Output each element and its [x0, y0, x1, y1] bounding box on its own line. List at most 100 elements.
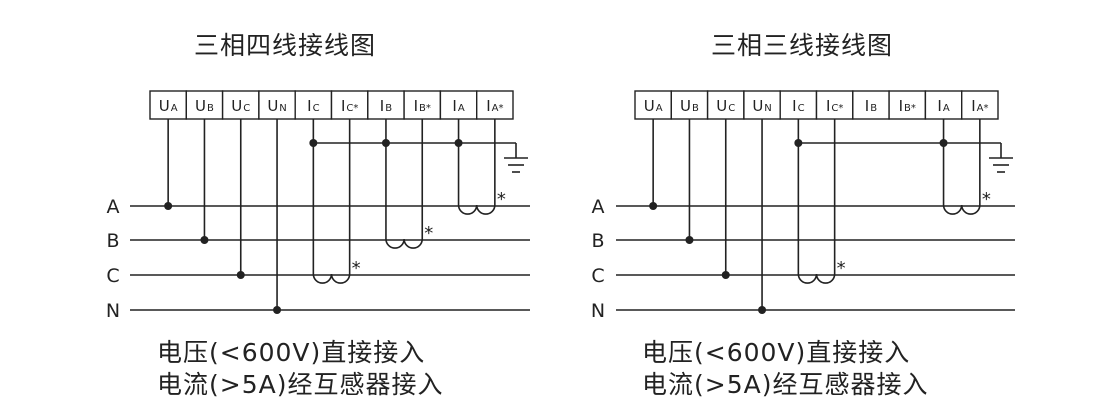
terminal-sub-left-3: N [279, 103, 286, 114]
terminal-label-left-6: IB [380, 97, 392, 115]
terminal-sub-left-8: A [458, 103, 465, 114]
terminal-box-left-1 [185, 90, 224, 120]
terminal-box-right-4 [779, 90, 818, 120]
terminal-sub-right-0: A [656, 103, 663, 114]
terminal-sub-left-5: C* [346, 103, 358, 114]
terminal-main-left-0: U [159, 97, 170, 115]
terminal-main-left-2: U [231, 97, 242, 115]
voltage-node-left-0 [164, 202, 173, 210]
current-common-node-left-6 [381, 139, 390, 147]
terminal-label-left-2: UC [231, 97, 250, 115]
ct-polarity-mark-left-8: * [497, 189, 506, 210]
terminal-label-right-3: UN [752, 97, 771, 115]
terminal-box-left-6 [367, 90, 405, 120]
terminal-label-left-1: UB [195, 97, 214, 115]
voltage-node-right-2 [721, 271, 730, 279]
terminal-box-right-6 [852, 90, 890, 120]
terminal-label-left-4: IC [307, 97, 319, 115]
caption-right: 电压(<600V)直接接入 电流(>5A)经互感器接入 [642, 337, 928, 401]
current-common-node-left-4 [309, 139, 318, 147]
current-common-node-right-8 [939, 139, 948, 147]
terminal-label-right-6: IB [865, 97, 877, 115]
terminal-sub-right-4: C [798, 103, 805, 114]
terminal-label-left-5: IC* [341, 97, 358, 115]
terminal-main-left-6: I [380, 97, 384, 115]
terminal-sub-right-5: C* [831, 103, 843, 114]
terminal-main-left-4: I [307, 97, 311, 115]
terminal-main-right-4: I [792, 97, 796, 115]
ct-polarity-mark-right-8: * [982, 189, 991, 210]
voltage-node-right-1 [685, 236, 694, 244]
phase-label-right-n: N [591, 300, 605, 322]
terminal-sub-right-2: C [728, 103, 735, 114]
terminal-box-right-9 [961, 90, 999, 120]
ct-coil-right-8 [942, 200, 981, 215]
terminal-main-left-8: I [452, 97, 456, 115]
ct-coil-left-8 [457, 200, 496, 215]
terminal-box-right-5 [815, 90, 854, 120]
terminal-main-right-0: U [644, 97, 655, 115]
terminal-label-right-1: UB [680, 97, 699, 115]
caption-voltage-left: 电压(<600V)直接接入 [157, 338, 426, 367]
terminal-main-right-9: I [971, 97, 975, 115]
terminal-label-right-9: IA* [971, 97, 988, 115]
voltage-node-left-2 [236, 271, 245, 279]
ct-polarity-mark-right-4: * [837, 258, 846, 279]
terminal-main-left-3: U [267, 97, 278, 115]
terminal-sub-left-6: B [385, 103, 392, 114]
terminal-sub-right-7: B* [904, 103, 916, 114]
ct-polarity-mark-left-4: * [352, 258, 361, 279]
phase-label-right-a: A [592, 196, 605, 218]
terminal-main-right-5: I [826, 97, 830, 115]
terminal-sub-left-4: C [313, 103, 320, 114]
phase-label-left-c: C [106, 265, 119, 287]
terminal-label-left-9: IA* [486, 97, 503, 115]
terminal-box-right-0 [634, 90, 672, 120]
phase-label-left-a: A [107, 196, 120, 218]
current-common-node-left-8 [454, 139, 463, 147]
terminal-sub-left-9: A* [492, 103, 504, 114]
terminal-main-left-1: U [195, 97, 206, 115]
terminal-box-right-7 [888, 90, 927, 120]
phase-label-left-n: N [106, 300, 120, 322]
terminal-label-left-7: IB* [414, 97, 431, 115]
terminal-main-right-3: U [752, 97, 763, 115]
phase-label-left-b: B [106, 230, 119, 252]
terminal-box-left-9 [476, 90, 514, 120]
terminal-sub-left-2: C [243, 103, 250, 114]
terminal-box-left-5 [330, 90, 369, 120]
terminal-sub-right-8: A [943, 103, 950, 114]
terminal-main-right-6: I [865, 97, 869, 115]
ct-polarity-mark-left-6: * [424, 223, 433, 244]
current-common-node-right-4 [794, 139, 803, 147]
terminal-label-right-8: IA [937, 97, 949, 115]
ct-coil-left-4 [312, 269, 351, 284]
terminal-label-right-2: UC [716, 97, 735, 115]
terminal-sub-left-1: B [207, 103, 214, 114]
terminal-sub-right-1: B [692, 103, 699, 114]
terminal-sub-right-6: B [870, 103, 877, 114]
diagram-title-left: 三相四线接线图 [194, 31, 377, 60]
ct-coil-left-6 [385, 234, 424, 249]
terminal-main-right-2: U [716, 97, 727, 115]
terminal-main-left-9: I [486, 97, 490, 115]
caption-current-right: 电流(>5A)经互感器接入 [642, 370, 929, 399]
terminal-label-left-3: UN [267, 97, 286, 115]
caption-left: 电压(<600V)直接接入 电流(>5A)经互感器接入 [157, 337, 443, 401]
voltage-node-left-1 [200, 236, 209, 244]
terminal-sub-right-9: A* [977, 103, 989, 114]
terminal-sub-left-0: A [171, 103, 178, 114]
terminal-label-left-8: IA [452, 97, 464, 115]
terminal-main-left-7: I [414, 97, 418, 115]
terminal-label-right-7: IB* [899, 97, 916, 115]
caption-voltage-right: 电压(<600V)直接接入 [642, 338, 911, 367]
terminal-main-left-5: I [341, 97, 345, 115]
terminal-main-right-8: I [937, 97, 941, 115]
ct-coil-right-4 [797, 269, 836, 284]
terminal-sub-left-7: B* [419, 103, 431, 114]
terminal-sub-right-3: N [764, 103, 771, 114]
caption-current-left: 电流(>5A)经互感器接入 [157, 370, 444, 399]
